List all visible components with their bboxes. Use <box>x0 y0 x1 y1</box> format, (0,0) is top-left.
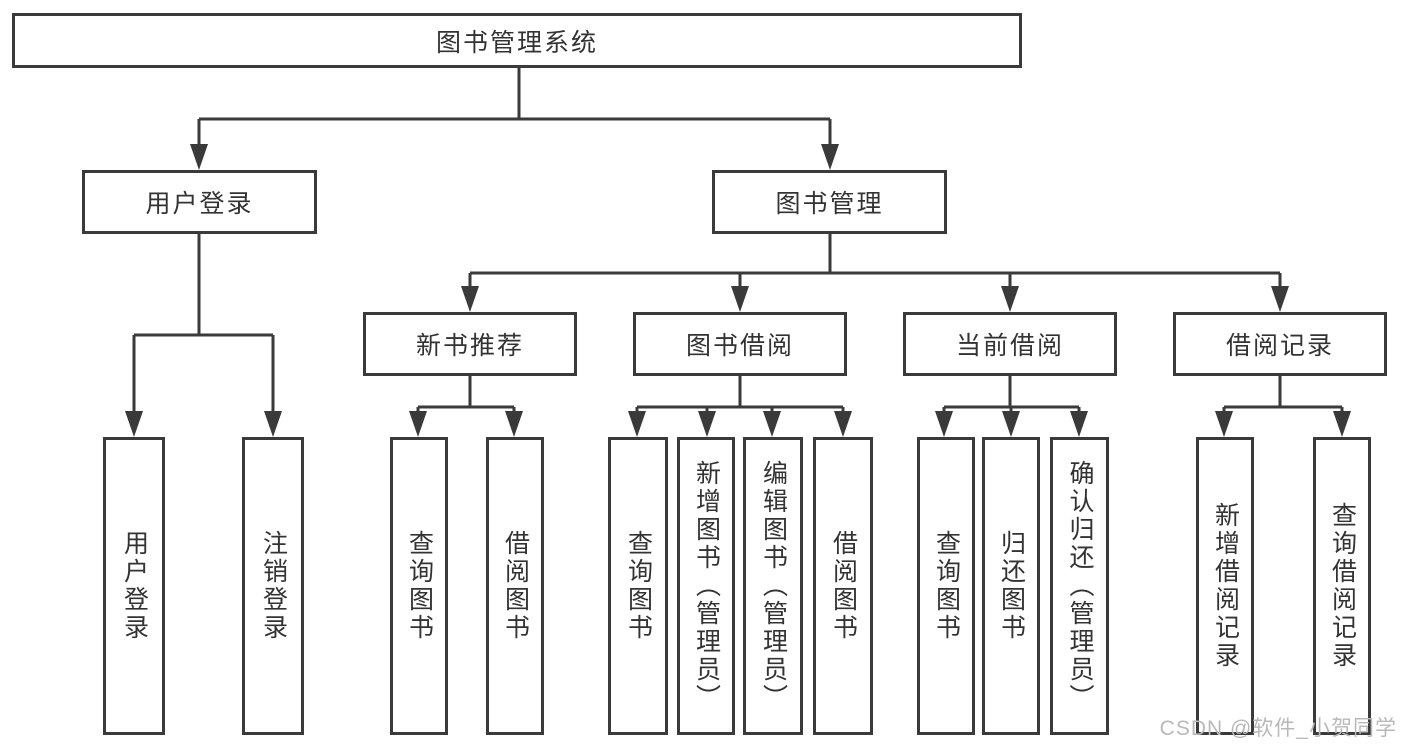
node-user-login: 用户登录 <box>82 170 317 234</box>
arrowhead <box>1215 411 1233 437</box>
node-label: 新书推荐 <box>415 332 524 360</box>
node-label: 借阅图书 <box>829 530 858 642</box>
arrowhead <box>409 411 427 437</box>
connector-user-login-subtree <box>132 234 275 431</box>
node-query-books-3: 查询图书 <box>917 437 975 735</box>
node-add-borrow-record: 新增借阅记录 <box>1196 437 1254 735</box>
node-label: 图书借阅 <box>685 332 794 360</box>
arrowhead <box>190 144 208 170</box>
arrowhead <box>1002 411 1020 437</box>
connector-root-to-level2 <box>197 68 832 163</box>
node-label: 新增图书（管理员） <box>692 460 721 712</box>
node-book-borrow: 图书借阅 <box>633 312 847 376</box>
arrowhead <box>264 411 282 437</box>
arrowhead <box>505 411 523 437</box>
arrowhead <box>731 286 749 312</box>
node-label: 查询图书 <box>405 530 434 642</box>
node-borrow-records: 借阅记录 <box>1173 312 1387 376</box>
arrowhead <box>1001 286 1019 312</box>
node-label: 归还图书 <box>997 530 1026 642</box>
node-new-book-recommend: 新书推荐 <box>363 312 577 376</box>
arrowhead <box>834 411 852 437</box>
node-label: 借阅图书 <box>501 530 530 642</box>
node-label: 借阅记录 <box>1225 332 1334 360</box>
node-label: 用户登录 <box>145 190 254 218</box>
arrowhead <box>1333 411 1351 437</box>
node-label: 注销登录 <box>259 530 288 642</box>
node-edit-book-admin: 编辑图书（管理员） <box>743 437 803 735</box>
arrowhead <box>125 411 143 437</box>
node-user-login-leaf: 用户登录 <box>103 437 165 735</box>
node-logout: 注销登录 <box>242 437 304 735</box>
connector-borrow-records-subtree <box>1222 376 1344 431</box>
node-return-books: 归还图书 <box>982 437 1040 735</box>
node-label: 当前借阅 <box>955 332 1064 360</box>
node-root: 图书管理系统 <box>12 13 1022 68</box>
arrowhead <box>1271 286 1289 312</box>
connector-book-management-subtree <box>468 234 1282 306</box>
node-borrow-books-1: 借阅图书 <box>486 437 544 735</box>
node-label: 确认归还（管理员） <box>1066 460 1094 712</box>
connector-new-book-subtree <box>416 376 516 431</box>
node-label: 新增借阅记录 <box>1211 502 1240 670</box>
node-label: 查询图书 <box>932 530 961 642</box>
node-label: 查询图书 <box>624 530 653 642</box>
arrowhead <box>1070 411 1088 437</box>
node-query-books-1: 查询图书 <box>390 437 448 735</box>
node-current-borrow: 当前借阅 <box>903 312 1117 376</box>
node-label: 编辑图书（管理员） <box>759 460 788 712</box>
node-add-book-admin: 新增图书（管理员） <box>677 437 735 735</box>
arrowhead <box>763 411 781 437</box>
node-label: 图书管理 <box>775 190 884 218</box>
watermark-text: CSDN @软件_小贺同学 <box>1159 717 1397 740</box>
node-query-borrow-record: 查询借阅记录 <box>1313 437 1371 735</box>
arrowhead <box>461 286 479 312</box>
node-label: 用户登录 <box>120 530 149 642</box>
connector-book-borrow-subtree <box>635 376 845 431</box>
node-label: 查询借阅记录 <box>1328 502 1357 670</box>
node-borrow-books-2: 借阅图书 <box>813 437 873 735</box>
node-label: 图书管理系统 <box>435 28 598 57</box>
node-query-books-2: 查询图书 <box>608 437 668 735</box>
node-confirm-return-admin: 确认归还（管理员） <box>1050 437 1109 735</box>
arrowhead <box>935 411 953 437</box>
node-book-management: 图书管理 <box>712 170 947 234</box>
arrowhead <box>628 411 646 437</box>
arrowhead <box>821 144 839 170</box>
arrowhead <box>698 411 716 437</box>
